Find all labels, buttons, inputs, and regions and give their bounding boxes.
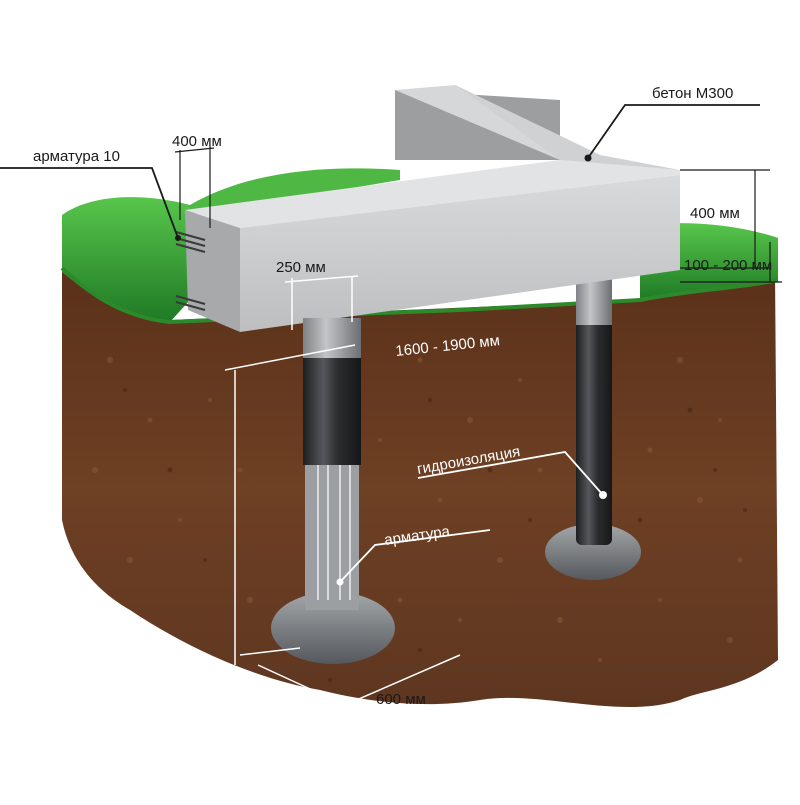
front-pile-top xyxy=(303,318,361,358)
grass-layer xyxy=(60,168,779,325)
right-pile-base xyxy=(545,524,641,580)
dimension-lines xyxy=(224,275,461,706)
waterproofing-leader xyxy=(417,451,604,496)
rebar-leader xyxy=(339,529,491,583)
gap-height-line xyxy=(680,242,782,283)
soil-texture xyxy=(92,357,743,662)
grass-top-left xyxy=(62,197,190,322)
base-diameter-label: 600 мм xyxy=(376,691,426,708)
pile-diameter-line xyxy=(284,275,359,330)
rebar10-label: арматура 10 xyxy=(33,148,120,165)
front-beam-end xyxy=(185,210,240,332)
rebar10-leader xyxy=(0,167,179,239)
soil-block xyxy=(62,270,778,708)
concrete-grade-label: бетон М300 xyxy=(652,85,733,102)
front-pile-base xyxy=(271,592,395,664)
rebar-ends xyxy=(175,231,206,311)
grass-edge xyxy=(60,266,779,325)
front-beam-top xyxy=(185,160,680,228)
beam-height-line xyxy=(680,169,770,269)
soil-front xyxy=(62,270,778,708)
dimension-lines-dark xyxy=(174,145,782,283)
depth-dimension-line xyxy=(224,344,356,665)
front-pile-rebar xyxy=(317,465,351,600)
right-pile-shaft xyxy=(576,275,612,545)
front-pile-coating xyxy=(303,355,361,465)
right-pile xyxy=(545,265,641,580)
base-diameter-line xyxy=(257,654,461,706)
concrete-leader xyxy=(587,104,760,159)
concrete-grillage xyxy=(185,85,680,332)
beam-width-label: 400 мм xyxy=(172,133,222,150)
leader-lines xyxy=(0,104,760,586)
beam-height-label: 400 мм xyxy=(690,205,740,222)
soil-darker-texture xyxy=(123,388,747,682)
beam-width-line xyxy=(174,145,215,228)
front-pile xyxy=(271,318,395,664)
front-beam-face xyxy=(240,175,680,332)
gap-height-label: 100 - 200 мм xyxy=(684,257,772,274)
pile-diameter-label: 250 мм xyxy=(276,259,326,276)
corner-top xyxy=(455,85,680,170)
